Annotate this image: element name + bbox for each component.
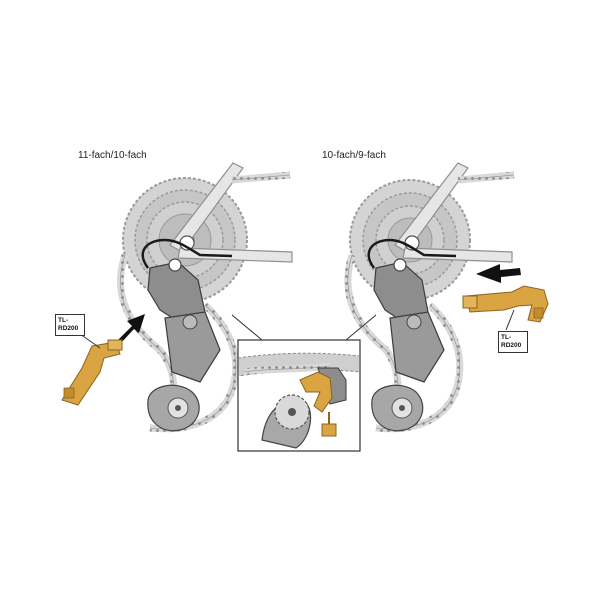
cable-right <box>367 238 457 269</box>
detail-inset <box>231 314 377 452</box>
left-assembly <box>61 162 293 433</box>
tool-label-left-line2: RD200 <box>58 325 79 332</box>
tool-label-right-line2: RD200 <box>501 342 522 349</box>
callout-line-right <box>345 314 377 341</box>
tool-leader-left <box>79 333 101 349</box>
tool-right <box>462 285 549 323</box>
push-arrow-left <box>118 314 145 343</box>
frame-left <box>169 162 293 263</box>
cable-left <box>141 238 233 269</box>
tool-label-left: TL- RD200 <box>55 314 85 336</box>
tool-label-left-line1: TL- <box>58 317 69 324</box>
tool-leader-right <box>505 309 515 331</box>
callout-line-left <box>231 314 263 341</box>
caption-left: 11-fach/10-fach <box>78 150 147 161</box>
pulley-cage-right <box>371 384 424 432</box>
caption-right: 10-fach/9-fach <box>322 150 386 161</box>
tool-label-right: TL- RD200 <box>498 331 528 353</box>
push-arrow-right <box>476 264 521 283</box>
derailleur-left <box>147 258 221 383</box>
right-assembly <box>344 162 549 433</box>
derailleur-right <box>373 258 445 383</box>
tool-left <box>61 339 123 406</box>
pulley-cage-left <box>147 384 200 432</box>
tool-label-right-line1: TL- <box>501 334 512 341</box>
